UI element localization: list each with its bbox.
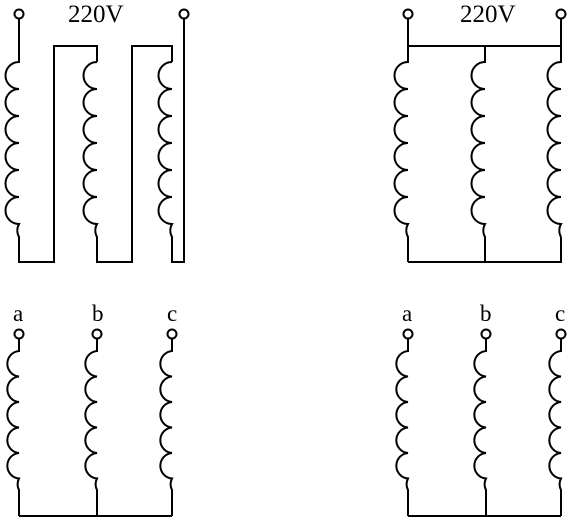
right-terminal-label-c: c	[555, 301, 565, 326]
left-primary-coil-3	[157, 19, 185, 263]
right-primary-coil-2	[470, 46, 487, 262]
right-terminal-c	[555, 328, 567, 340]
left-voltage-label: 220V	[68, 1, 124, 28]
left-terminal-b	[91, 328, 103, 340]
right-primary-bottom-bus	[408, 237, 562, 263]
left-primary-series-winding: 220V	[4, 1, 190, 263]
right-terminal-b	[480, 328, 492, 340]
left-terminal-c	[166, 328, 178, 340]
left-secondary-star-winding: a b c	[6, 301, 178, 517]
left-secondary-coil-a	[6, 339, 21, 516]
right-terminal-label-b: b	[480, 301, 492, 326]
left-primary-terminal-1	[13, 8, 25, 20]
right-primary-terminal-2	[555, 8, 567, 20]
left-secondary-coil-b	[84, 339, 99, 516]
left-secondary-coil-c	[159, 339, 174, 516]
left-terminal-label-c: c	[167, 301, 177, 326]
left-terminal-a	[13, 328, 25, 340]
left-primary-coil-2	[82, 45, 173, 263]
right-primary-parallel-winding: 220V	[393, 1, 567, 263]
right-secondary-coil-a	[395, 339, 410, 516]
left-primary-coil-1	[4, 19, 98, 263]
left-terminal-label-a: a	[13, 301, 23, 326]
left-terminal-label-b: b	[92, 301, 104, 326]
right-primary-coil-3	[546, 46, 563, 238]
right-secondary-star-winding: a b c	[395, 301, 567, 517]
left-primary-terminal-2	[178, 8, 190, 20]
right-voltage-label: 220V	[460, 1, 516, 28]
right-terminal-label-a: a	[402, 301, 412, 326]
right-secondary-coil-c	[548, 339, 563, 516]
right-primary-coil-1	[393, 46, 410, 262]
right-secondary-coil-b	[473, 339, 488, 516]
right-primary-terminal-1	[402, 8, 414, 20]
right-terminal-a	[402, 328, 414, 340]
